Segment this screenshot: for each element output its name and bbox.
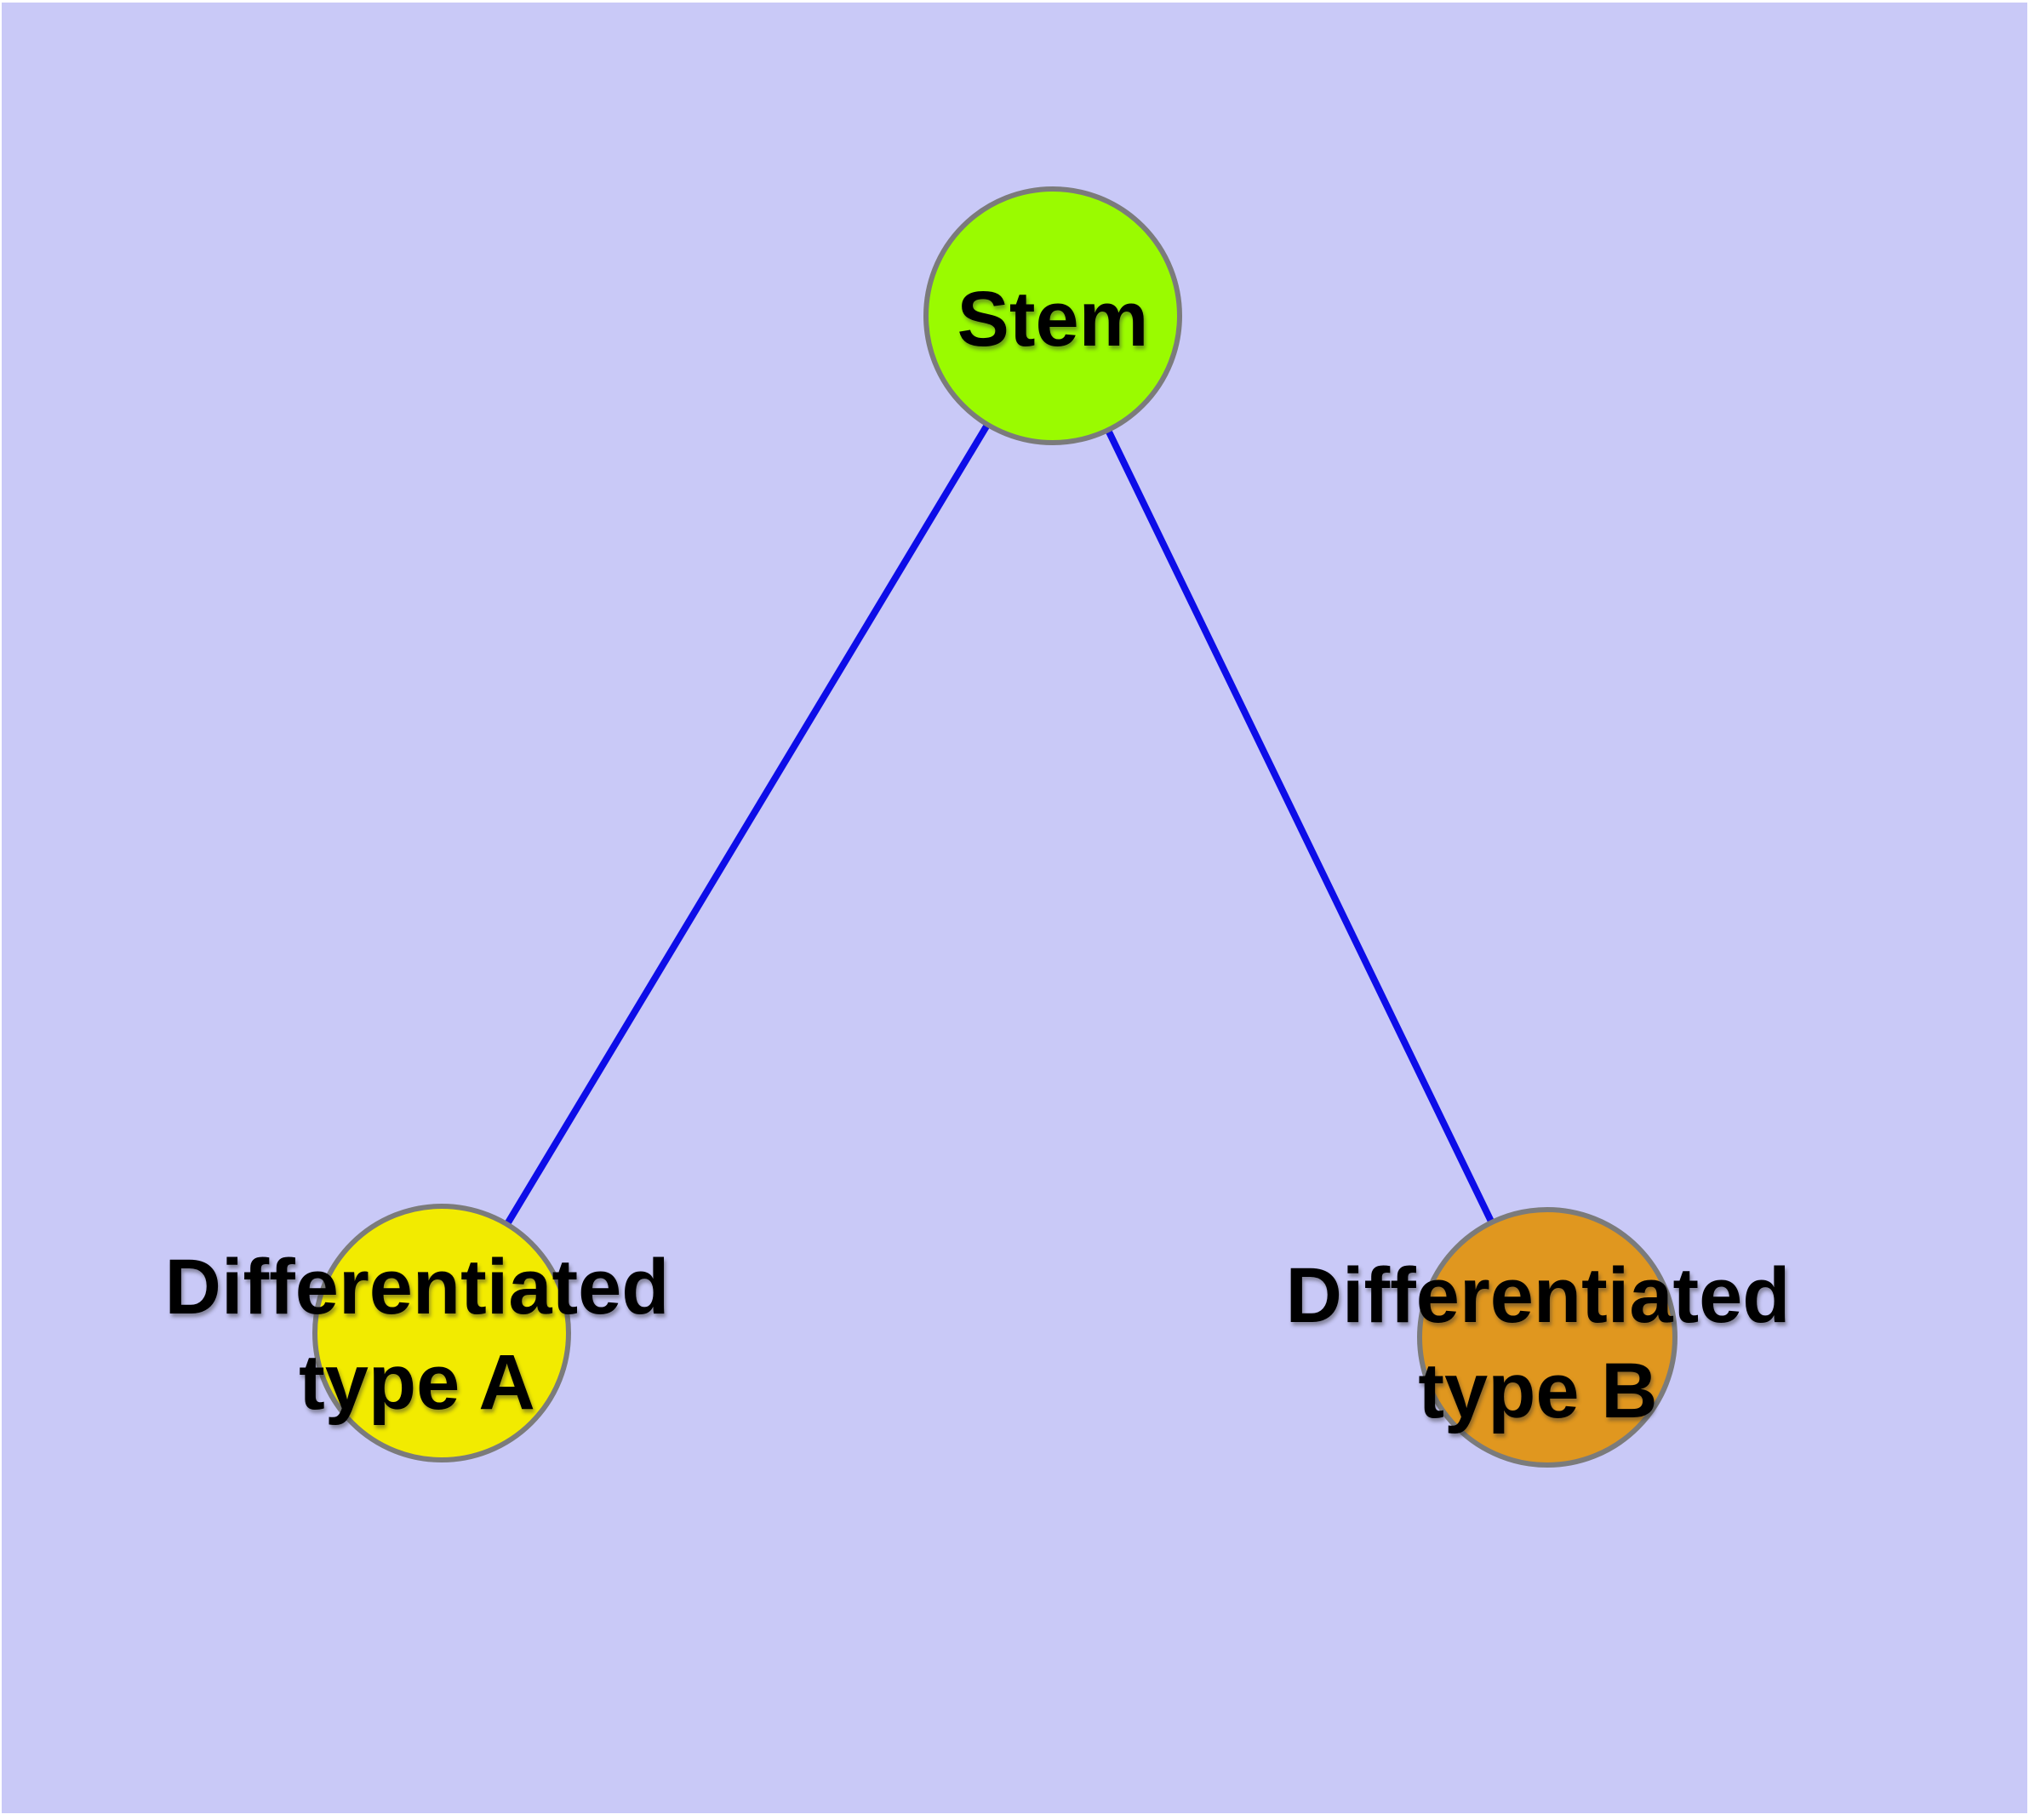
node-stem: [923, 186, 1182, 445]
edge-stem-differentiated-type-b: [1049, 314, 1551, 1339]
node-differentiated-type-a: [312, 1204, 571, 1462]
edge-stem-differentiated-type-a: [438, 313, 1056, 1336]
node-differentiated-type-b: [1417, 1207, 1677, 1468]
